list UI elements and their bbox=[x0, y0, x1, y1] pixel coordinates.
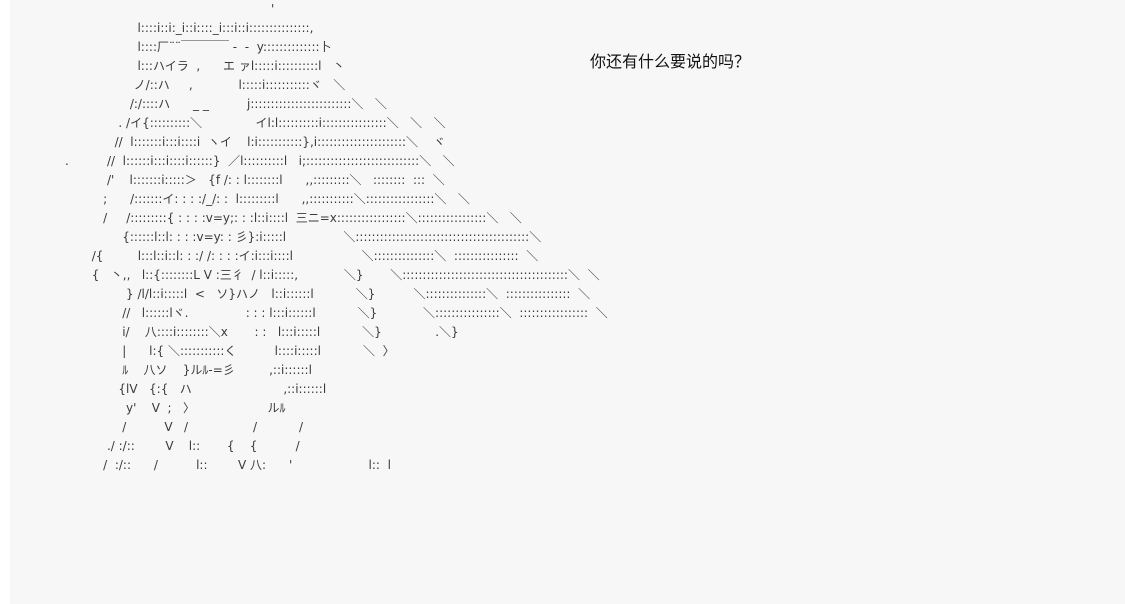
ascii-art-line: l:::ハイラ , エ ァl:::::i::::::::::l 丶 bbox=[65, 59, 345, 73]
ascii-art-line: // l::::::lヾ. : : : l:::i::::::l ＼} ＼:::… bbox=[65, 306, 608, 320]
ascii-art-line: ﾙ 八ソ }ルﾙ-=彡 ,::i::::::l bbox=[65, 363, 312, 377]
ascii-art-line: /{ l:::l::i::l: : :/ /: : : :イ:i:::i::::… bbox=[65, 249, 539, 263]
ascii-art-line: i/ 八::::i::::::::＼x : : l:::i:::::l ＼} .… bbox=[65, 325, 459, 339]
ascii-art-line: } /l/l::i:::::l < ソ}ハノ l::i::::::l ＼} ＼:… bbox=[65, 287, 591, 301]
ascii-art: ' l::::i::i:_i::i::::_i:::i::i::::::::::… bbox=[65, 0, 608, 475]
ascii-art-line: ' bbox=[65, 2, 275, 16]
ascii-art-line: / :/:: / l:: V 八: ' l:: l bbox=[65, 458, 391, 472]
ascii-art-line: {lV {:{ ハ ,::i::::::l bbox=[65, 382, 327, 396]
ascii-art-line: y' V ; 〉 ルﾙ bbox=[65, 401, 286, 415]
ascii-art-line: l::::厂¨¨￣￣￣￣ - - y::::::::::::::卜 bbox=[65, 40, 332, 54]
ascii-art-line: ; /:::::::イ: : : :/_/: : l:::::::::l ,,:… bbox=[65, 192, 470, 206]
ascii-art-line: ./ :/:: V l:: { { / bbox=[65, 439, 300, 453]
content-panel: ' l::::i::i:_i::i::::_i:::i::i::::::::::… bbox=[10, 0, 1125, 604]
ascii-art-line: // l:::::::i:::i::::i ヽイ l:i:::::::::::}… bbox=[65, 135, 446, 149]
ascii-art-line: ノ/::ハ , l:::::i:::::::::::ヾ ＼ bbox=[65, 78, 346, 92]
ascii-art-line: . // l::::::i:::i::::i::::::} ／l::::::::… bbox=[65, 154, 455, 168]
ascii-art-line: / /:::::::::{ : : : :v=y;: : :l::i::::l … bbox=[65, 211, 522, 225]
ascii-art-line: /' l:::::::i:::::＞ {f /: : l::::::::l ,,… bbox=[65, 173, 445, 187]
ascii-art-line: . /イ{::::::::::＼ イl:l::::::::::i::::::::… bbox=[65, 116, 446, 130]
dialogue-text: 你还有什么要说的吗？ bbox=[590, 52, 751, 71]
ascii-art-line: | l:{ ＼:::::::::::く l::::i:::::l ＼ 〉 bbox=[65, 344, 395, 358]
ascii-art-line: /:/::::ハ _ _ j:::::::::::::::::::::::::＼… bbox=[65, 97, 387, 111]
ascii-art-line: {::::::l::l: : : :v=y: : 彡}:i:::::l ＼:::… bbox=[65, 230, 542, 244]
ascii-art-line: l::::i::i:_i::i::::_i:::i::i::::::::::::… bbox=[65, 21, 314, 35]
ascii-art-line: { 丶,, l::{::::::::L V :三彳 / l::i:::::, ＼… bbox=[65, 268, 600, 282]
ascii-art-line: / V / / / bbox=[65, 420, 303, 434]
